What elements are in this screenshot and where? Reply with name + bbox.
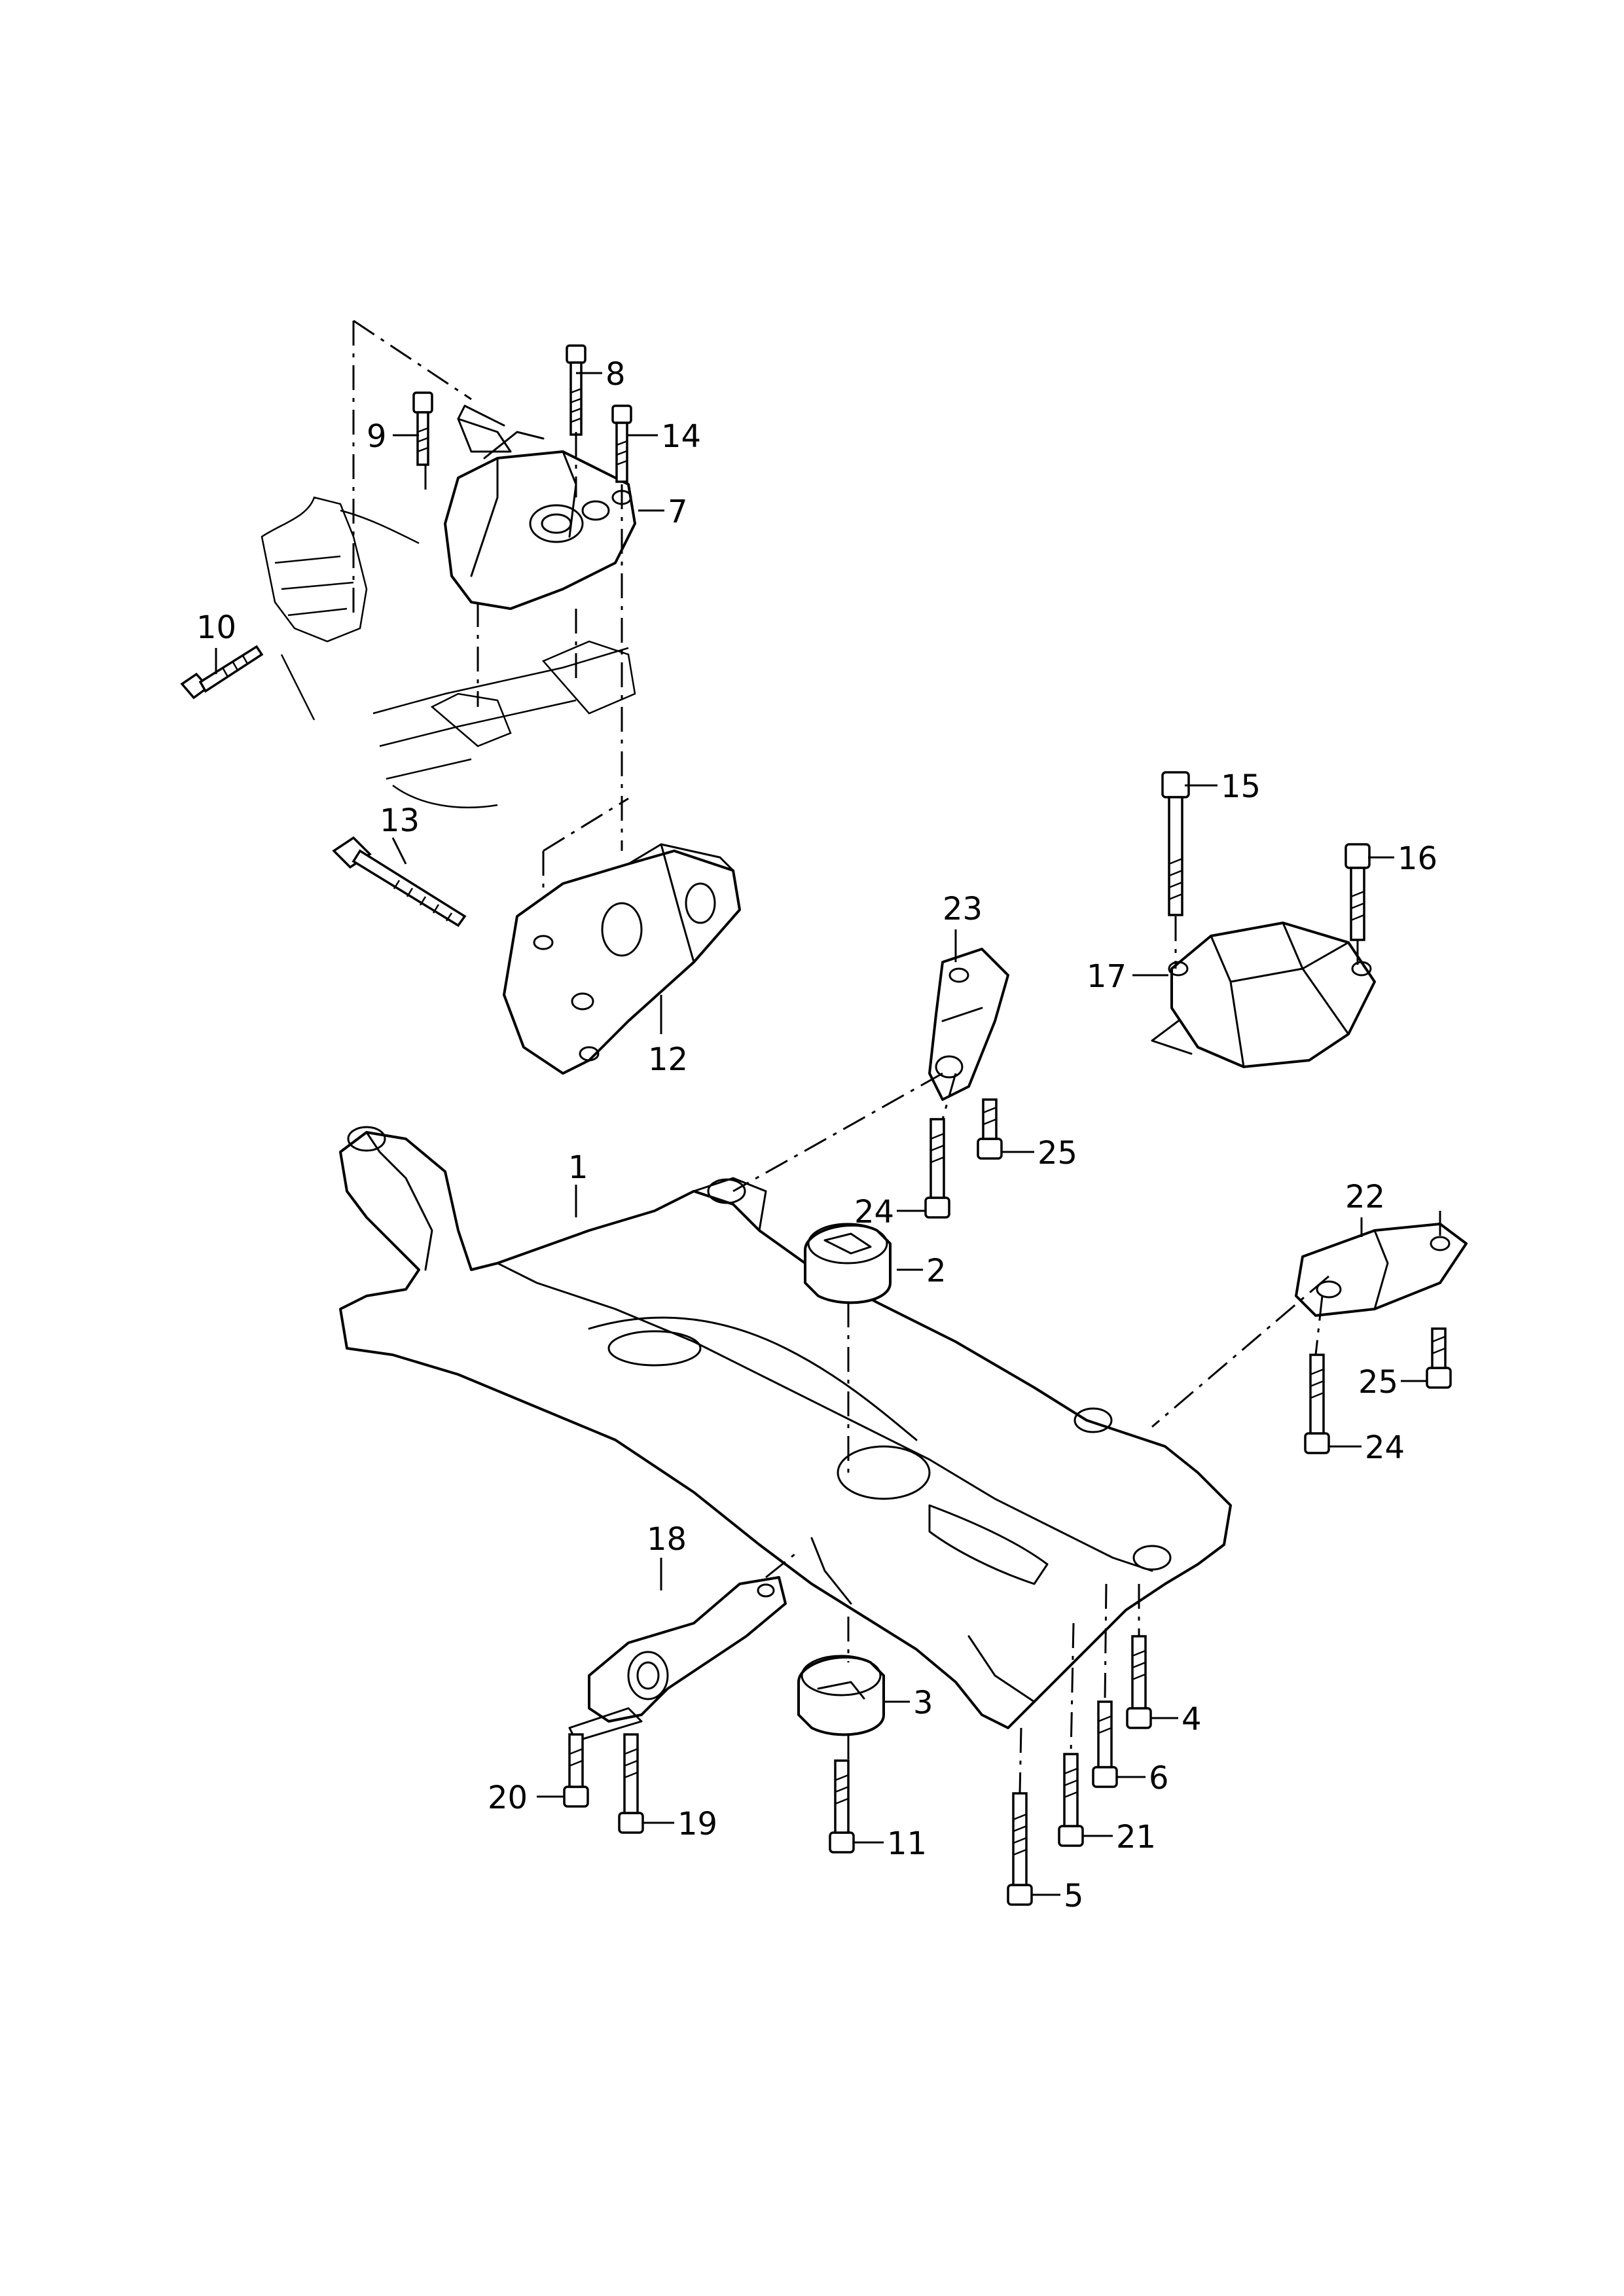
bracket-23 [928,948,1009,1101]
callout-21: 21 [1116,1819,1156,1856]
bolt-4 [1126,1635,1152,1729]
callout-16: 16 [1398,840,1437,877]
bolt-8 [566,344,586,436]
bolt-21 [1058,1753,1084,1847]
bushing-upper [804,1223,892,1304]
bolt-25-left [977,1098,1003,1160]
bushing-lower [797,1655,885,1736]
bolt-24-right [1304,1354,1330,1454]
bracket-22 [1295,1223,1468,1317]
callout-24-left: 24 [854,1194,894,1230]
bolt-14 [611,404,632,483]
bolt-5 [1007,1792,1033,1906]
bolt-6 [1092,1700,1118,1788]
callout-22: 22 [1345,1179,1385,1215]
callout-20: 20 [488,1780,528,1816]
callout-1: 1 [568,1149,588,1186]
bolt-9 [412,391,433,466]
engine-mount-upper [444,404,636,610]
callout-17: 17 [1087,958,1127,995]
callout-24-right: 24 [1365,1429,1405,1466]
bolt-19 [618,1733,644,1834]
callout-12: 12 [648,1041,688,1078]
bolt-20 [563,1733,589,1808]
callout-11: 11 [887,1825,927,1862]
callout-13: 13 [380,802,420,839]
bolt-25-right [1426,1327,1452,1389]
bolt-24-left [924,1118,950,1219]
bolt-15 [1161,771,1190,916]
callout-5: 5 [1064,1878,1084,1914]
callout-6: 6 [1149,1760,1169,1797]
bolt-13 [332,836,467,927]
callout-3: 3 [913,1685,933,1721]
background-engine-outline [261,496,636,808]
callout-19: 19 [677,1806,717,1842]
callout-4: 4 [1182,1701,1202,1738]
bolt-10 [180,645,264,700]
callout-25-left: 25 [1038,1135,1077,1172]
bolt-11 [829,1759,855,1854]
bolt-16 [1344,843,1371,941]
callout-8: 8 [605,356,626,393]
callout-10: 10 [196,609,236,646]
subframe-crossmember [339,1126,1232,1729]
assembly-lines [352,319,1441,1794]
engine-support-bracket [503,843,741,1075]
callout-15: 15 [1221,768,1261,805]
callout-18: 18 [647,1521,687,1558]
transmission-mount [1151,922,1376,1068]
pendulum-support [568,1576,787,1742]
callout-14: 14 [661,418,701,455]
leader-lines [215,372,1427,1896]
callout-25-right: 25 [1358,1364,1398,1401]
callout-7: 7 [668,493,688,530]
callout-9: 9 [367,418,387,455]
callout-2: 2 [926,1253,947,1289]
callout-23: 23 [943,891,983,927]
callout-labels: 8 9 14 7 10 13 12 15 16 17 23 25 24 22 2… [196,356,1437,1914]
